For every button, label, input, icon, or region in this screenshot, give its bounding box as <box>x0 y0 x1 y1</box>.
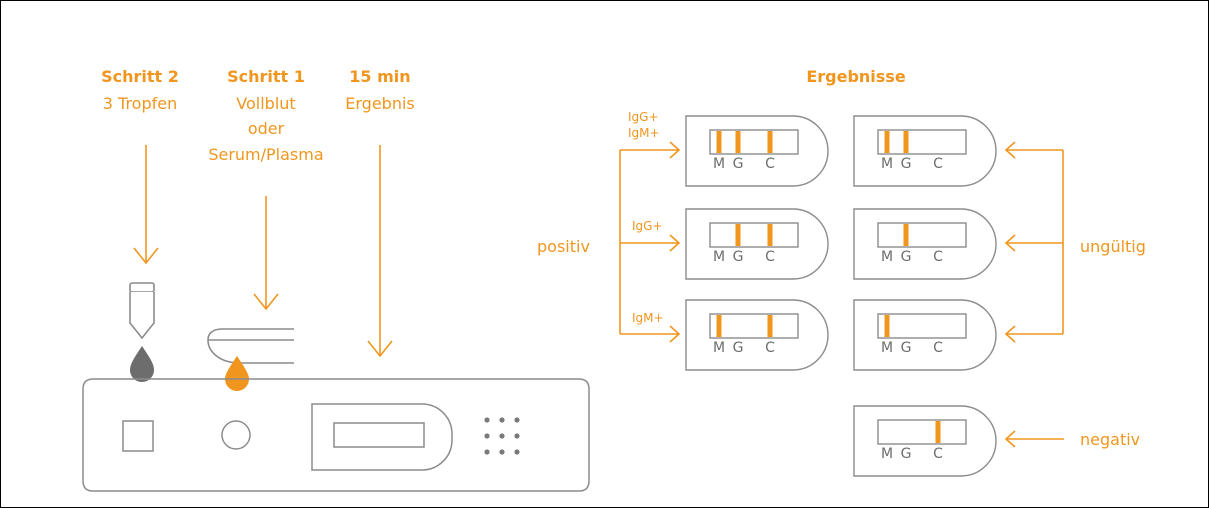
letter-c: C <box>765 340 775 356</box>
step-1-header: Schritt 1 Vollblut oder Serum/Plasma <box>208 67 323 164</box>
letter-g: G <box>901 156 912 172</box>
letter-m: M <box>881 446 893 462</box>
letter-g: G <box>901 249 912 265</box>
test-cassette <box>82 378 590 492</box>
card-window <box>877 313 967 339</box>
letter-c: C <box>765 249 775 265</box>
card-window <box>709 313 799 339</box>
band-g <box>903 224 909 246</box>
band-c <box>767 315 773 337</box>
card-window <box>709 129 799 155</box>
card-outline <box>853 208 997 280</box>
step-1-line-1: Vollblut <box>236 94 295 113</box>
negative-arrow <box>1004 430 1064 448</box>
invalid-label: ungültig <box>1080 237 1146 256</box>
card-window <box>877 419 967 445</box>
tag-igm: IgM+ <box>632 311 664 325</box>
capillary-icon <box>207 328 294 364</box>
orange-drop-icon <box>225 356 249 391</box>
letter-c: C <box>765 156 775 172</box>
band-g <box>735 224 741 246</box>
letter-c: C <box>933 340 943 356</box>
tag-igg-igm-line1: IgG+ <box>628 110 659 124</box>
band-c <box>767 131 773 153</box>
card-outline <box>853 405 997 477</box>
letter-m: M <box>881 249 893 265</box>
results-title: Ergebnisse <box>806 67 906 86</box>
band-m <box>716 315 722 337</box>
step-2-line-1: 3 Tropfen <box>103 94 177 113</box>
step-1-arrow <box>253 196 279 311</box>
card-outline <box>685 115 829 187</box>
step-3-arrow <box>367 145 393 358</box>
dark-drop-icon <box>130 346 154 382</box>
letter-g: G <box>901 340 912 356</box>
card-window <box>877 222 967 248</box>
letter-m: M <box>713 340 725 356</box>
letter-g: G <box>901 446 912 462</box>
result-window-frame <box>311 403 453 471</box>
step-3-line-1: Ergebnis <box>345 94 414 113</box>
dropper-icon <box>129 282 155 340</box>
step-2-title: Schritt 2 <box>101 67 179 86</box>
letter-c: C <box>933 446 943 462</box>
card-outline <box>853 299 997 371</box>
band-m <box>884 315 890 337</box>
step-2-arrow <box>133 145 159 265</box>
step-1-title: Schritt 1 <box>227 67 305 86</box>
positive-bracket <box>619 141 681 343</box>
cassette-body <box>82 378 590 492</box>
letter-m: M <box>713 156 725 172</box>
invalid-bracket <box>1004 141 1064 343</box>
sample-well-round <box>221 420 251 450</box>
band-g <box>735 131 741 153</box>
letter-g: G <box>733 249 744 265</box>
positive-label: positiv <box>537 237 590 256</box>
letter-m: M <box>881 156 893 172</box>
step-2-header: Schritt 2 3 Tropfen <box>101 67 179 113</box>
card-window <box>709 222 799 248</box>
letter-m: M <box>713 249 725 265</box>
letter-g: G <box>733 340 744 356</box>
result-window <box>333 422 425 448</box>
band-c <box>767 224 773 246</box>
card-outline <box>685 208 829 280</box>
tag-igg-igm-line2: IgM+ <box>628 126 660 140</box>
letter-c: C <box>933 249 943 265</box>
step-3-title: 15 min <box>349 67 410 86</box>
band-m <box>884 131 890 153</box>
band-m <box>716 131 722 153</box>
cassette-dot-grid <box>484 417 520 455</box>
letter-m: M <box>881 340 893 356</box>
step-1-line-3: Serum/Plasma <box>208 145 323 164</box>
tag-igg: IgG+ <box>632 219 663 233</box>
card-window <box>877 129 967 155</box>
band-g <box>903 131 909 153</box>
letter-g: G <box>733 156 744 172</box>
card-outline <box>685 299 829 371</box>
step-3-header: 15 min Ergebnis <box>345 67 414 113</box>
letter-c: C <box>933 156 943 172</box>
negative-label: negativ <box>1080 430 1140 449</box>
step-1-line-2: oder <box>248 119 285 138</box>
sample-well-square <box>122 420 154 452</box>
card-outline <box>853 115 997 187</box>
band-c <box>935 421 941 443</box>
